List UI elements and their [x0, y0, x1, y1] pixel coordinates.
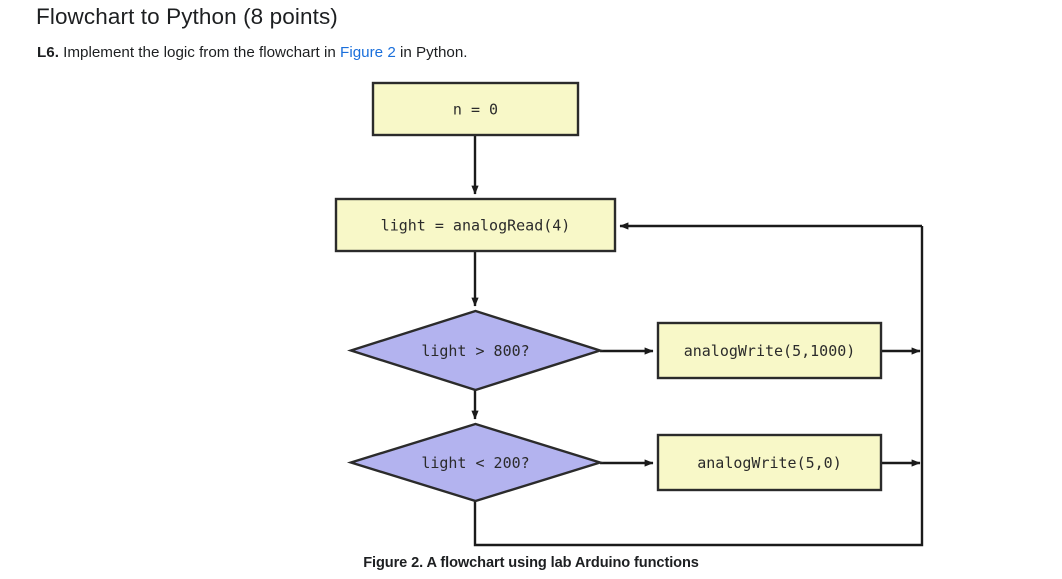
problem-label: L6. — [37, 44, 59, 61]
node-init-label: n = 0 — [453, 101, 498, 119]
node-cond-high: light > 800? — [347, 309, 604, 392]
node-write-high-label: analogWrite(5,1000) — [684, 342, 856, 360]
node-write-high-shape — [656, 321, 883, 380]
figure-caption: Figure 2. A flowchart using lab Arduino … — [363, 555, 699, 571]
node-init: n = 0 — [371, 81, 580, 137]
node-cond-high-label: light > 800? — [421, 342, 529, 360]
node-cond-low-label: light < 200? — [421, 454, 529, 472]
node-cond-high-shape — [347, 309, 604, 392]
node-write-low: analogWrite(5,0) — [656, 433, 883, 492]
node-cond-low-shape — [346, 422, 605, 503]
page-title: Flowchart to Python (8 points) — [36, 4, 338, 29]
node-write-high: analogWrite(5,1000) — [656, 321, 883, 380]
edge-loop-bottom-rail — [473, 226, 924, 547]
node-read: light = analogRead(4) — [334, 197, 617, 253]
problem-statement: L6. Implement the logic from the flowcha… — [37, 44, 468, 61]
problem-text-after: in Python. — [395, 44, 468, 61]
node-init-shape — [371, 81, 580, 137]
figure-2-link[interactable]: Figure 2 — [340, 44, 396, 61]
problem-text-before: Implement the logic from the flowchart i… — [58, 44, 341, 61]
node-write-low-shape — [656, 433, 883, 492]
node-read-shape — [334, 197, 617, 253]
node-read-label: light = analogRead(4) — [381, 217, 571, 235]
node-cond-low: light < 200? — [346, 422, 605, 503]
node-write-low-label: analogWrite(5,0) — [697, 454, 842, 472]
